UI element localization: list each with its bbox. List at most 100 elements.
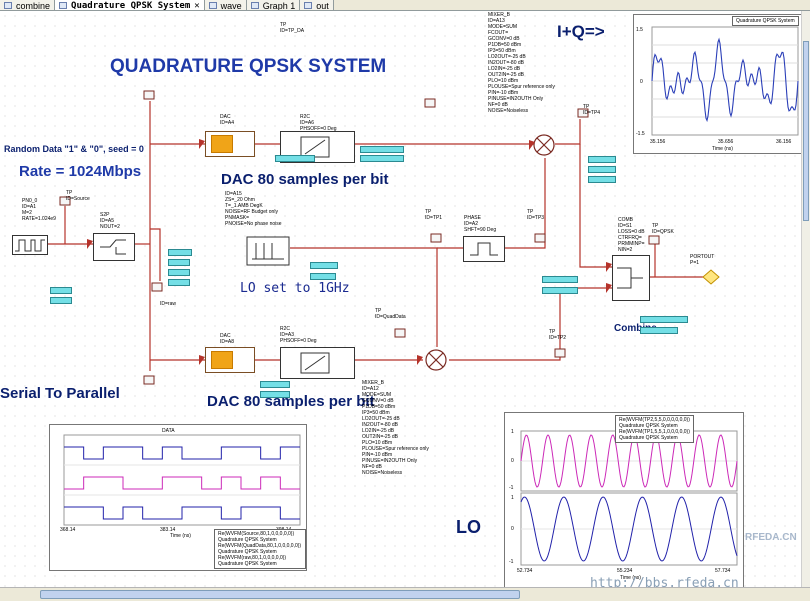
tp1-label: TP ID=TP1 <box>425 209 443 221</box>
lo-ytick: 0 <box>511 458 514 464</box>
lo-ytick: 0 <box>511 526 514 532</box>
legend-entry: Quadrature QPSK System <box>619 435 678 441</box>
comb-params: COMB ID=S1 LOSS=0 dB CTRFRQ= PRMMINP= NI… <box>618 217 645 253</box>
pin-tag <box>310 273 336 280</box>
combiner-block[interactable] <box>612 255 650 301</box>
scroll-thumb[interactable] <box>40 590 520 599</box>
lo-legend: Re(WVFM(TP2,5,5,0,0,0,0,0,0)) Quadrature… <box>615 415 694 443</box>
schematic-icon <box>59 2 68 9</box>
lo-ytick: 1 <box>511 495 514 501</box>
iq-xtick: 35.656 <box>718 139 734 145</box>
lo-xtick: 57.734 <box>715 568 731 574</box>
quad-data-label: TP ID=QuadData <box>375 308 406 320</box>
scroll-thumb[interactable] <box>803 41 809 221</box>
tab-wave[interactable]: wave <box>204 0 247 10</box>
r2c-icon <box>300 352 330 374</box>
combiner-icon <box>617 267 643 289</box>
iq-plot-area <box>651 26 799 136</box>
legend-entry: Re(WVFM(QuadData,80,1,0,0,0,0,0)) <box>218 543 302 549</box>
schematic-wires <box>47 90 720 385</box>
rate-label: Rate = 1024Mbps <box>19 163 142 180</box>
dac-top-block[interactable] <box>205 131 255 157</box>
combine-label: Combine <box>614 323 657 334</box>
tab-combine[interactable]: combine <box>0 0 56 10</box>
tab-out[interactable]: out <box>300 0 334 10</box>
pin-tag <box>168 259 190 266</box>
lo-xtick: 52.734 <box>517 568 533 574</box>
serial-data-graph[interactable]: DATA 368.14 383.14 398.14 Time (ns) Re(W… <box>49 424 307 571</box>
pin-tag <box>542 287 578 294</box>
pin-tag <box>50 297 72 304</box>
legend-entry: Quadrature QPSK System <box>619 423 678 429</box>
pin-tag <box>640 327 678 334</box>
pin-tag <box>588 166 616 173</box>
pin-tag <box>168 249 192 256</box>
s2p-icon <box>100 239 126 255</box>
mixer-bottom-params: MIXER_B ID=A12 MODE=SUM GCONV=0 dB P1DB=… <box>362 380 429 476</box>
iq-xtick: 36.156 <box>776 139 792 145</box>
lo-xlabel: Time (ns) <box>620 575 641 581</box>
lo-waveform-graph[interactable]: Re(WVFM(TP2,5,5,0,0,0,0,0,0)) Quadrature… <box>504 412 744 588</box>
prbs-params: PN0_0 ID=A1 M=2 RATE=1.024e9 <box>22 198 56 222</box>
dac-bottom-block[interactable] <box>205 347 255 373</box>
pin-tag <box>168 269 190 276</box>
watermark-brand: RFEDA.CN <box>745 532 797 543</box>
legend-entry: Re(WVFM(raw,80,1,0,0,0,0,0)) <box>218 555 287 561</box>
pin-tag <box>588 156 616 163</box>
r2c-top-params: R2C ID=A6 PHSOFF=0 Deg <box>300 114 337 132</box>
tp3-label: TP ID=TP3 <box>527 209 545 221</box>
lo-ytick: -1 <box>509 559 514 565</box>
pin-tag <box>360 146 404 153</box>
tp2-label: TP ID=TP2 <box>549 329 567 341</box>
tab-graph-1[interactable]: Graph 1 <box>246 0 301 10</box>
iq-legend: Quadrature QPSK System <box>732 16 799 26</box>
prbs-source-block[interactable] <box>12 235 48 255</box>
system-title: QUADRATURE QPSK SYSTEM <box>110 56 387 77</box>
iq-ytick: 1.5 <box>636 27 643 33</box>
lo-set-label: LO set to 1GHz <box>240 281 350 296</box>
serial-xlabel: Time (ns) <box>170 533 191 539</box>
lo-xtick: 55.234 <box>617 568 633 574</box>
serial-xtick: 368.14 <box>60 527 76 533</box>
lo-plot-area <box>520 430 738 566</box>
legend-entry: Quadrature QPSK System <box>218 537 277 543</box>
dac-bottom-params: DAC ID=A8 <box>220 333 235 345</box>
lo-ytick: -1 <box>509 485 514 491</box>
dac-icon <box>211 351 233 369</box>
tab-quadrature-qpsk-system[interactable]: Quadrature QPSK System✕ <box>55 0 205 11</box>
schematic-canvas[interactable]: QUADRATURE QPSK SYSTEM Random Data "1" &… <box>0 11 810 591</box>
graph-icon <box>250 2 259 9</box>
iq-xlabel: Time (ns) <box>712 146 733 152</box>
r2c-bottom-block[interactable] <box>280 347 355 379</box>
pin-tag <box>50 287 72 294</box>
close-icon[interactable]: ✕ <box>194 0 200 11</box>
legend-entry: Quadrature QPSK System <box>218 561 277 567</box>
legend-entry: Re(WVFM(TP2,5,5,0,0,0,0,0,0)) <box>619 417 690 423</box>
vertical-scrollbar[interactable] <box>801 11 810 587</box>
r2c-icon <box>300 136 330 158</box>
dac-icon <box>211 135 233 153</box>
phase-params: PHASE ID=A2 SHFT=90 Deg <box>464 215 497 233</box>
s2p-params: S2P ID=A5 NOUT=2 <box>100 212 120 230</box>
tp-ia-label: TP ID=TP_DA <box>280 22 305 34</box>
iq-label: I+Q=> <box>557 22 605 41</box>
serial-to-parallel-block[interactable] <box>93 233 135 261</box>
pulse-icon <box>15 239 45 252</box>
iq-ytick: -1.5 <box>636 131 645 137</box>
mixer-top-params: MIXER_B ID=A13 MODE=SUM FCOUT= GCONV=0 d… <box>488 12 555 114</box>
serial-legend: Re(WVFM(Source,80,1,0,0,0,0,0)) Quadratu… <box>214 529 306 569</box>
graph-icon <box>208 2 217 9</box>
port-params: PORTOUT P=1 <box>690 254 715 266</box>
phase-shift-block[interactable] <box>463 236 505 262</box>
pin-tag <box>260 391 290 398</box>
legend-entry: Re(WVFM(Source,80,1,0,0,0,0,0)) <box>218 531 295 537</box>
pin-tag <box>360 155 404 162</box>
iq-xtick: 35.156 <box>650 139 666 145</box>
lo-label: LO <box>456 517 481 537</box>
graph-icon <box>304 2 313 9</box>
pin-tag <box>640 316 688 323</box>
iq-waveform-graph[interactable]: Quadrature QPSK System 1.5 0 -1.5 35.156… <box>633 14 803 154</box>
pin-tag <box>542 276 578 283</box>
horizontal-scrollbar[interactable] <box>0 587 810 601</box>
pin-tag <box>588 176 616 183</box>
